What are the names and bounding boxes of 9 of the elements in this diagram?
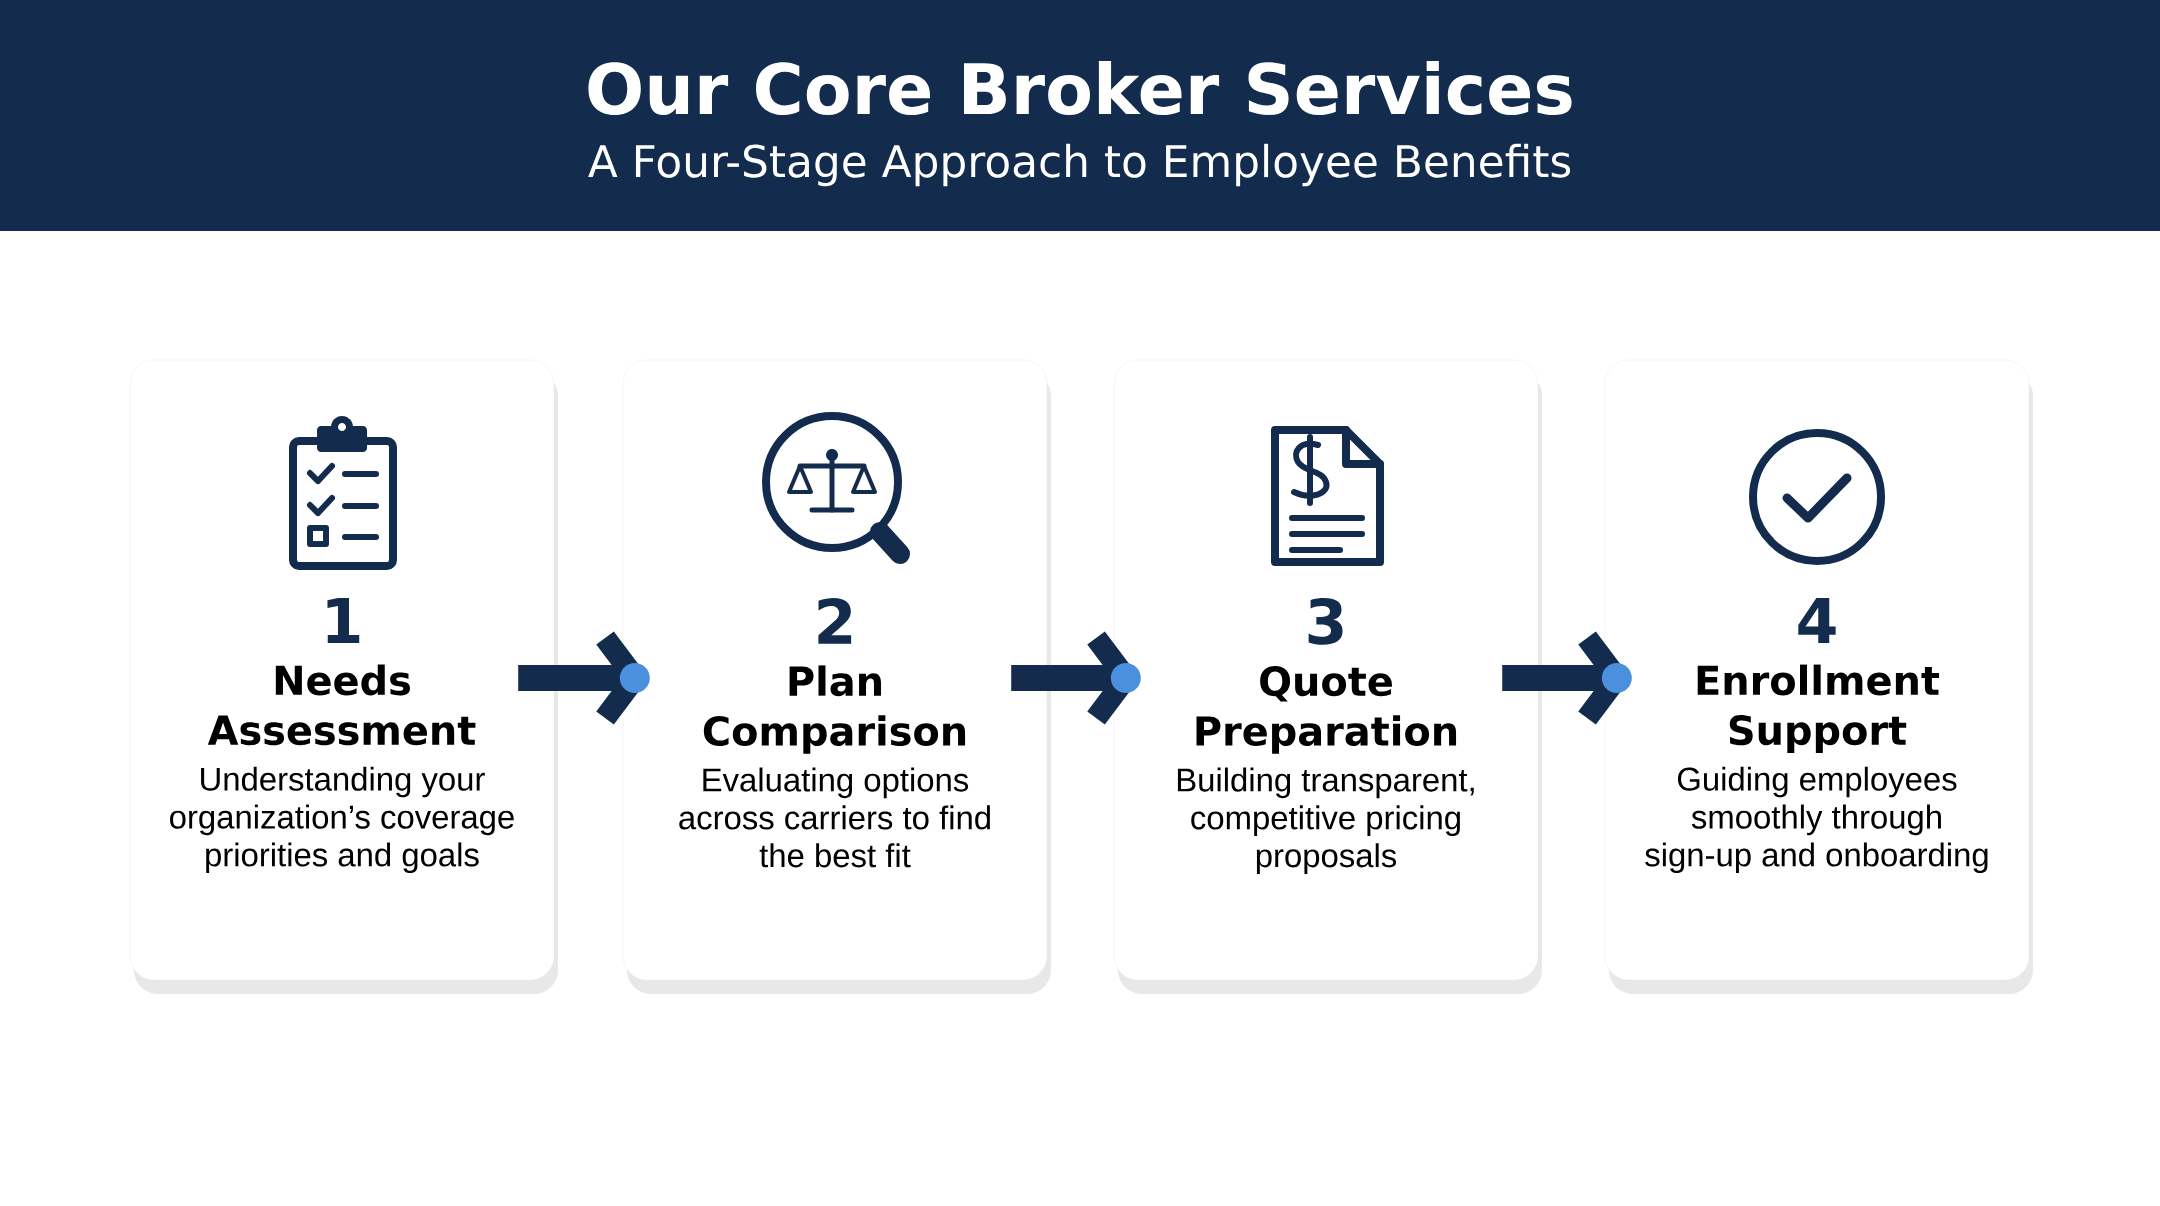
step-card: 3 Quote Preparation Building transparent, competitive pricing proposals	[1113, 359, 1542, 994]
subtitle: A Four-Stage Approach to Employee Benefits	[588, 143, 1571, 187]
step-card: 2 Plan Comparison Evaluating options across carriers to find the best fit	[622, 359, 1051, 994]
arrow	[1502, 631, 1632, 725]
step-card: 4 Enrollment Support Guiding employees smoothly through sign-up and onboarding	[1604, 359, 2033, 994]
title: Our Core Broker Services	[588, 61, 1572, 115]
arrow	[518, 631, 650, 725]
step-card: 1 Needs Assessment Understanding your organization’s coverage priorities and goals	[129, 359, 558, 994]
arrow	[1011, 631, 1141, 725]
